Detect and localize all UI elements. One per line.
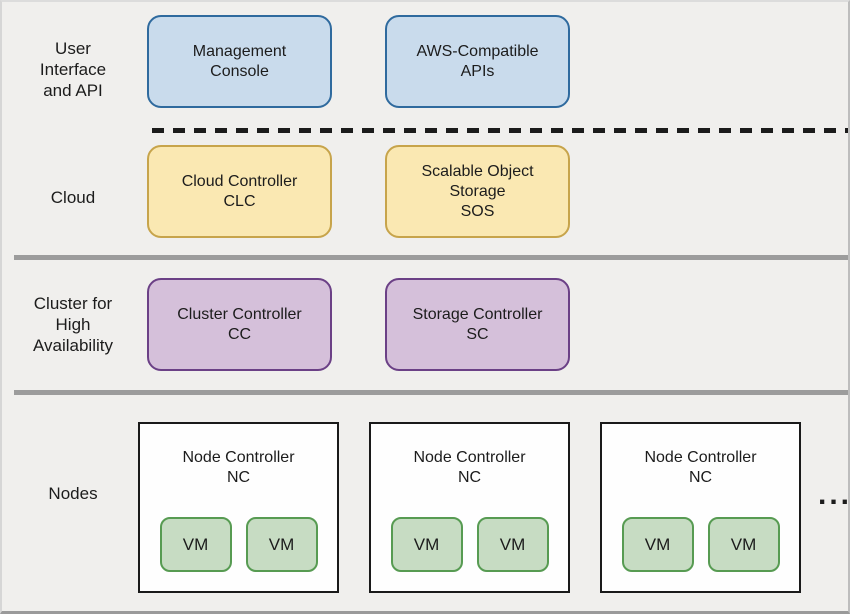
vm-box: VM — [159, 517, 232, 572]
layer-label-nodes: Nodes — [2, 483, 144, 504]
gray-separator-2 — [14, 390, 848, 395]
vm-row: VM VM — [621, 517, 780, 572]
vm-box: VM — [621, 517, 694, 572]
box-title-line: AWS-Compatible — [416, 42, 539, 60]
box-title-line: SOS — [460, 202, 495, 220]
vm-box: VM — [707, 517, 780, 572]
box-title-line: Scalable Object — [421, 162, 534, 180]
box-title-line: NC — [457, 469, 482, 486]
box-title-line: Management — [192, 42, 287, 60]
box-title-line: Cluster Controller — [177, 305, 302, 323]
box-title-line: APIs — [460, 62, 495, 80]
box-title-line: Node Controller — [182, 449, 295, 466]
layer-label-line: Cloud — [50, 188, 96, 207]
box-management-console: Management Console — [147, 15, 332, 108]
node-controller-box-3: Node Controller NC VM VM — [600, 422, 801, 593]
gray-separator-1 — [14, 255, 848, 260]
more-nodes-ellipsis: ... — [818, 478, 850, 511]
box-cloud-controller-clc: Cloud Controller CLC — [147, 145, 332, 238]
layer-label-cloud: Cloud — [2, 187, 144, 208]
layer-label-line: Nodes — [48, 484, 98, 503]
box-storage-controller-sc: Storage Controller SC — [385, 278, 570, 371]
layer-label-line: Availability — [32, 336, 113, 355]
vm-row: VM VM — [159, 517, 318, 572]
box-title-line: CC — [227, 325, 252, 343]
vm-box: VM — [390, 517, 463, 572]
box-title-line: SC — [466, 325, 489, 343]
box-title-line: Node Controller — [413, 449, 526, 466]
dashed-divider — [152, 128, 848, 133]
layer-label-line: and API — [43, 81, 103, 100]
box-title-line: NC — [688, 469, 713, 486]
layer-label-line: Cluster for — [33, 294, 113, 313]
node-box-title: Node Controller NC — [644, 448, 756, 488]
vm-row: VM VM — [390, 517, 549, 572]
node-box-title: Node Controller NC — [182, 448, 294, 488]
layer-label-line: User — [55, 39, 91, 58]
layer-label-line: Interface — [39, 60, 107, 79]
layer-label-line: High — [55, 315, 91, 334]
box-title-line: NC — [226, 469, 251, 486]
box-aws-compatible-apis: AWS-Compatible APIs — [385, 15, 570, 108]
box-title-line: Console — [210, 62, 269, 80]
layer-label-user-interface-and-api: User Interface and API — [2, 38, 144, 101]
box-cluster-controller-cc: Cluster Controller CC — [147, 278, 332, 371]
box-scalable-object-storage-sos: Scalable Object Storage SOS — [385, 145, 570, 238]
box-title-line: Cloud Controller — [181, 172, 298, 190]
box-title-line: CLC — [223, 192, 256, 210]
node-controller-box-2: Node Controller NC VM VM — [369, 422, 570, 593]
node-box-title: Node Controller NC — [413, 448, 525, 488]
box-title-line: Storage Controller — [412, 305, 543, 323]
box-title-line: Node Controller — [644, 449, 757, 466]
node-controller-box-1: Node Controller NC VM VM — [138, 422, 339, 593]
layer-label-cluster-for-high-availability: Cluster for High Availability — [2, 293, 144, 356]
vm-box: VM — [245, 517, 318, 572]
vm-box: VM — [476, 517, 549, 572]
box-title-line: Storage — [449, 182, 506, 200]
